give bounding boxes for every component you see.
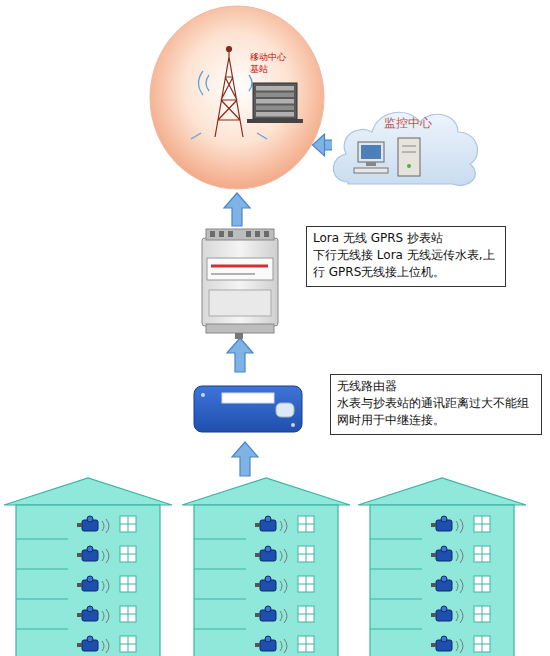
- meter-reading-station: [202, 229, 278, 339]
- station-label: 移动中心基站: [250, 51, 292, 75]
- base-station-zone: 移动中心基站: [149, 5, 325, 190]
- monitoring-cloud: 监控中心: [328, 100, 484, 190]
- cloud-outline: [328, 100, 484, 190]
- building: [4, 478, 526, 656]
- callout-box: Lora 无线 GPRS 抄表站下行无线接 Lora 无线远传水表,上行 GPR…: [306, 226, 506, 287]
- callout-box: 无线路由器水表与抄表站的通讯距离过大不能组网时用于中继连接。: [330, 374, 542, 435]
- callout-title: 无线路由器: [337, 378, 535, 395]
- cloud-label: 监控中心: [384, 116, 540, 131]
- callout-title: Lora 无线 GPRS 抄表站: [313, 230, 499, 247]
- wireless-router: [194, 386, 302, 432]
- zone-outline: [149, 5, 325, 190]
- callout-text: 下行无线接 Lora 无线远传水表,上行 GPRS无线接上位机。: [313, 247, 499, 281]
- callout-text: 水表与抄表站的通讯距离过大不能组网时用于中继连接。: [337, 395, 535, 429]
